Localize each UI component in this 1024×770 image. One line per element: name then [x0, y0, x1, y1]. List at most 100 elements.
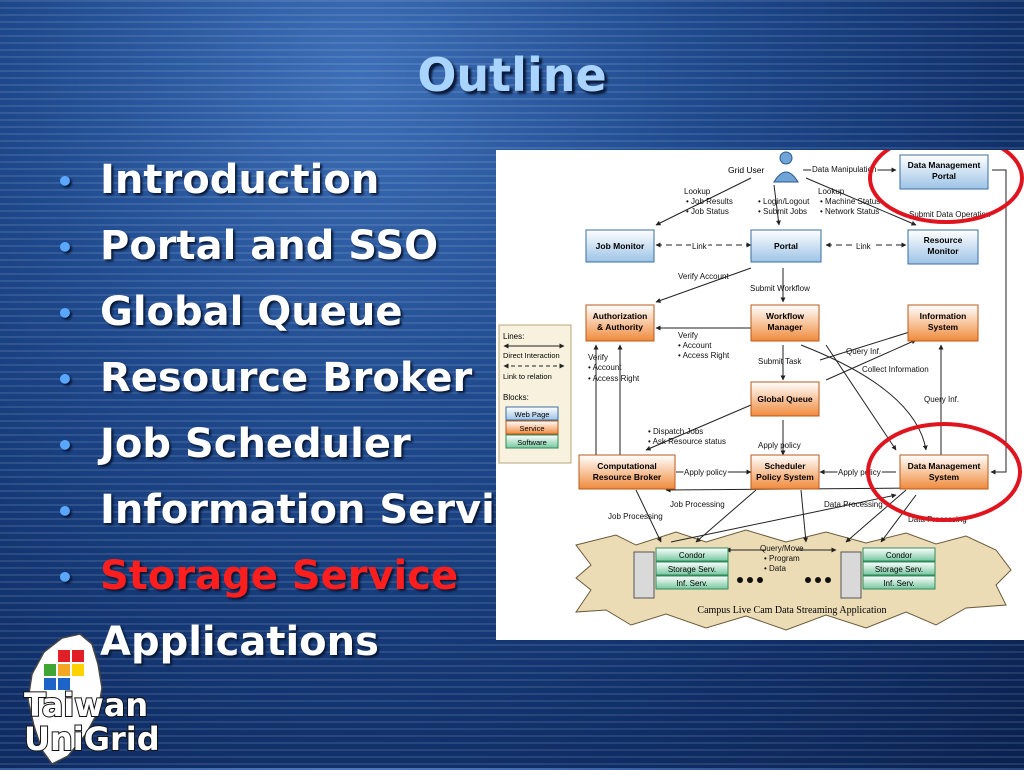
edge-label: Lookup [684, 187, 711, 196]
node-global-queue: Global Queue [750, 381, 820, 417]
outline-item-label: Introduction [100, 157, 380, 203]
edge-label: Verify [588, 353, 608, 362]
bullet-icon: • [56, 561, 74, 594]
edge-label: Query Inf. [924, 395, 959, 404]
edge-label: Data Processing [824, 500, 883, 509]
node-label: Policy System [756, 472, 814, 482]
legend-service: Service [519, 424, 544, 433]
node-label: Workflow [766, 311, 804, 321]
bullet-icon: • [56, 429, 74, 462]
diagram-legend: Lines: Direct Interaction Link to relati… [498, 324, 572, 464]
legend-software: Software [517, 438, 547, 447]
edge-label: Collect Information [862, 365, 929, 374]
node-authorization: Authorization & Authority [585, 304, 655, 342]
architecture-diagram: Grid User Data Management Portal Job Mon… [496, 150, 1024, 640]
legend-direct: Direct Interaction [503, 351, 560, 360]
edge-label: Verify [678, 331, 698, 340]
bullet-icon: • [56, 363, 74, 396]
outline-item-label: Applications [100, 619, 379, 665]
node-label: Portal [774, 241, 798, 251]
node-label: Manager [768, 322, 804, 332]
edge-label: Submit Data Operation [909, 210, 990, 219]
edge-label: • Machine Status [820, 197, 880, 206]
node-job-monitor: Job Monitor [585, 229, 655, 263]
node-information-system: Information System [907, 304, 979, 342]
node-label: Resource [924, 235, 963, 245]
outline-item-global-queue[interactable]: •Global Queue [56, 282, 519, 348]
edge-label: • Account [678, 341, 712, 350]
node-label: System [929, 472, 960, 482]
node-grid-user: Grid User [728, 151, 799, 183]
node-scheduler-policy-system: Scheduler Policy System [750, 454, 820, 490]
outline-item-label: Storage Service [100, 553, 459, 599]
outline-item-portal-sso[interactable]: • Portal and SSO [56, 216, 519, 282]
edge-label: Apply policy [838, 468, 881, 477]
grid-squares-icon [44, 650, 84, 690]
node-label: & Authority [597, 322, 643, 332]
edge-label: • Data [764, 564, 786, 573]
logo-text-line2: UniGrid [24, 720, 160, 758]
cluster-software-label: Inf. Serv. [883, 579, 914, 588]
node-label: Global Queue [757, 394, 813, 404]
bullet-icon: • [56, 297, 74, 330]
edge-label: Job Processing [670, 500, 725, 509]
logo-text-line1: Taiwan [24, 686, 148, 724]
node-resource-monitor: Resource Monitor [907, 229, 979, 265]
node-label: Data Management [908, 461, 981, 471]
cluster-right: Condor Storage Serv. Inf. Serv. [840, 547, 936, 599]
edge-label: • Program [764, 554, 800, 563]
edge-label: • Dispatch Jobs [648, 427, 703, 436]
legend-blocks-title: Blocks: [503, 393, 529, 402]
edge-label: Job Processing [608, 512, 663, 521]
ellipsis-icon [737, 577, 831, 583]
node-label: Monitor [927, 246, 959, 256]
edge-label: Apply policy [758, 441, 801, 450]
edge-label: • Access Right [588, 374, 640, 383]
edge-label: Query Inf. [846, 347, 881, 356]
legend-link: Link to relation [503, 372, 552, 381]
outline-item-label: Resource Broker [100, 355, 473, 401]
bullet-icon: • [56, 231, 74, 264]
bullet-icon: • [56, 165, 74, 198]
outline-item-label: Portal and SSO [100, 223, 439, 269]
outline-item-resource-broker[interactable]: • Resource Broker [56, 348, 519, 414]
edge-label: • Job Results [686, 197, 733, 206]
edge-label: Link [856, 242, 872, 251]
outline-item-information-service[interactable]: •Information Servic [56, 480, 519, 546]
node-data-management-portal: Data Management Portal [899, 154, 989, 190]
node-label: System [928, 322, 959, 332]
edge-label: • Access Right [678, 351, 730, 360]
edge-label: • Job Status [686, 207, 729, 216]
cluster-software-label: Inf. Serv. [676, 579, 707, 588]
outline-item-label: Information Servic [100, 487, 519, 533]
outline-item-storage-service[interactable]: • Storage Service [56, 546, 519, 612]
cluster-software-label: Storage Serv. [668, 565, 716, 574]
outline-item-job-scheduler[interactable]: • Job Scheduler [56, 414, 519, 480]
edge-label: • Account [588, 363, 622, 372]
outline-list: • Introduction • Portal and SSO •Global Qu… [56, 150, 519, 678]
outline-item-label: Job Scheduler [100, 421, 411, 467]
cluster-software-label: Storage Serv. [875, 565, 923, 574]
edge-label: Verify Account [678, 272, 729, 281]
node-portal: Portal [750, 229, 822, 263]
edge-label: Link [692, 242, 708, 251]
legend-web-page: Web Page [515, 410, 550, 419]
edge-label: Submit Workflow [750, 284, 810, 293]
edge-label: • Login/Logout [758, 197, 810, 206]
slide-title: Outline [417, 48, 607, 102]
node-label: Resource Broker [593, 472, 662, 482]
cluster-software-label: Condor [886, 551, 913, 560]
node-label: Grid User [728, 165, 765, 175]
edge-label: Query/Move [760, 544, 804, 553]
server-icon [840, 551, 862, 599]
legend-lines-title: Lines: [503, 332, 524, 341]
outline-item-introduction[interactable]: • Introduction [56, 150, 519, 216]
server-icon [633, 551, 655, 599]
outline-item-applications[interactable]: •Applications [56, 612, 519, 678]
edge-label: Lookup [818, 187, 845, 196]
highlight-ring-system [866, 422, 1022, 522]
node-label: Authorization [593, 311, 648, 321]
edge-label: Submit Task [758, 357, 802, 366]
node-label: Scheduler [764, 461, 806, 471]
node-workflow-manager: Workflow Manager [750, 304, 820, 342]
